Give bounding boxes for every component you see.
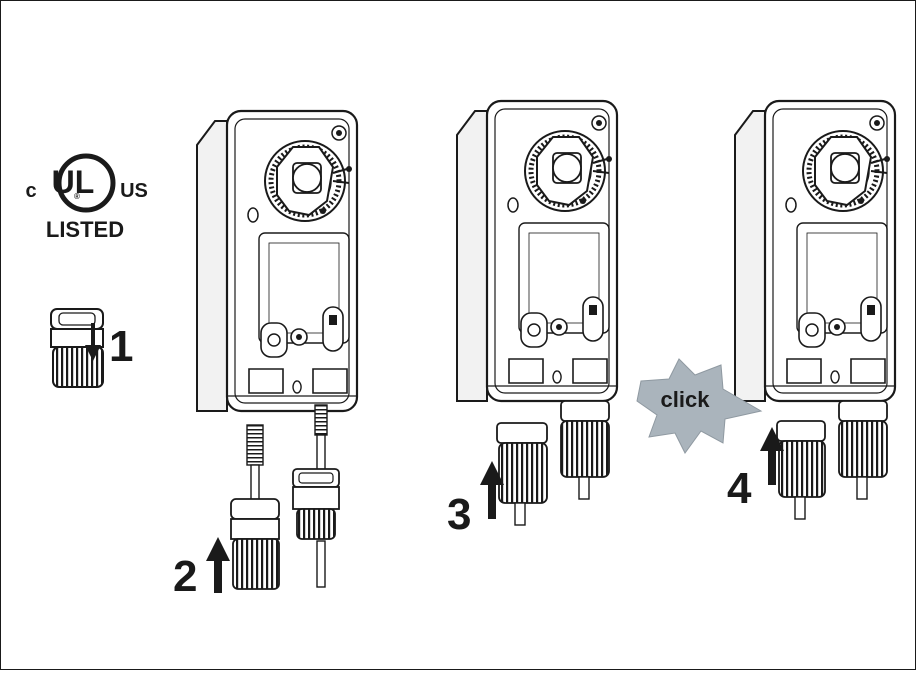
- step3-arrow-icon: [480, 461, 504, 519]
- step-3-label: 3: [447, 490, 471, 539]
- svg-text:UL: UL: [52, 164, 95, 200]
- step3-connectors: [496, 400, 610, 526]
- step2-cables: [246, 404, 328, 588]
- step2-arrow-icon: [206, 537, 230, 593]
- ul-letters: UL: [52, 164, 95, 200]
- ul-listed-mark: c US ® LISTED: [25, 153, 148, 242]
- actuator-step2: [197, 111, 357, 411]
- ul-listed: LISTED: [46, 217, 124, 242]
- actuator-step3: [457, 101, 617, 401]
- ul-suffix: US: [120, 180, 148, 202]
- ul-prefix: c: [25, 180, 36, 202]
- ul-registered: ®: [74, 192, 80, 201]
- step-1-label: 1: [109, 322, 133, 371]
- actuator-step4: [735, 101, 895, 401]
- step4-connectors: [776, 400, 888, 520]
- click-burst-icon: [636, 358, 763, 454]
- step-2-label: 2: [173, 552, 197, 601]
- click-label: click: [661, 387, 711, 412]
- step4-arrow-icon: [760, 427, 784, 485]
- step2-plug-right: [292, 468, 340, 540]
- step1-connector: [50, 308, 104, 388]
- step2-plug-left: [230, 498, 280, 590]
- step-4-label: 4: [727, 464, 752, 513]
